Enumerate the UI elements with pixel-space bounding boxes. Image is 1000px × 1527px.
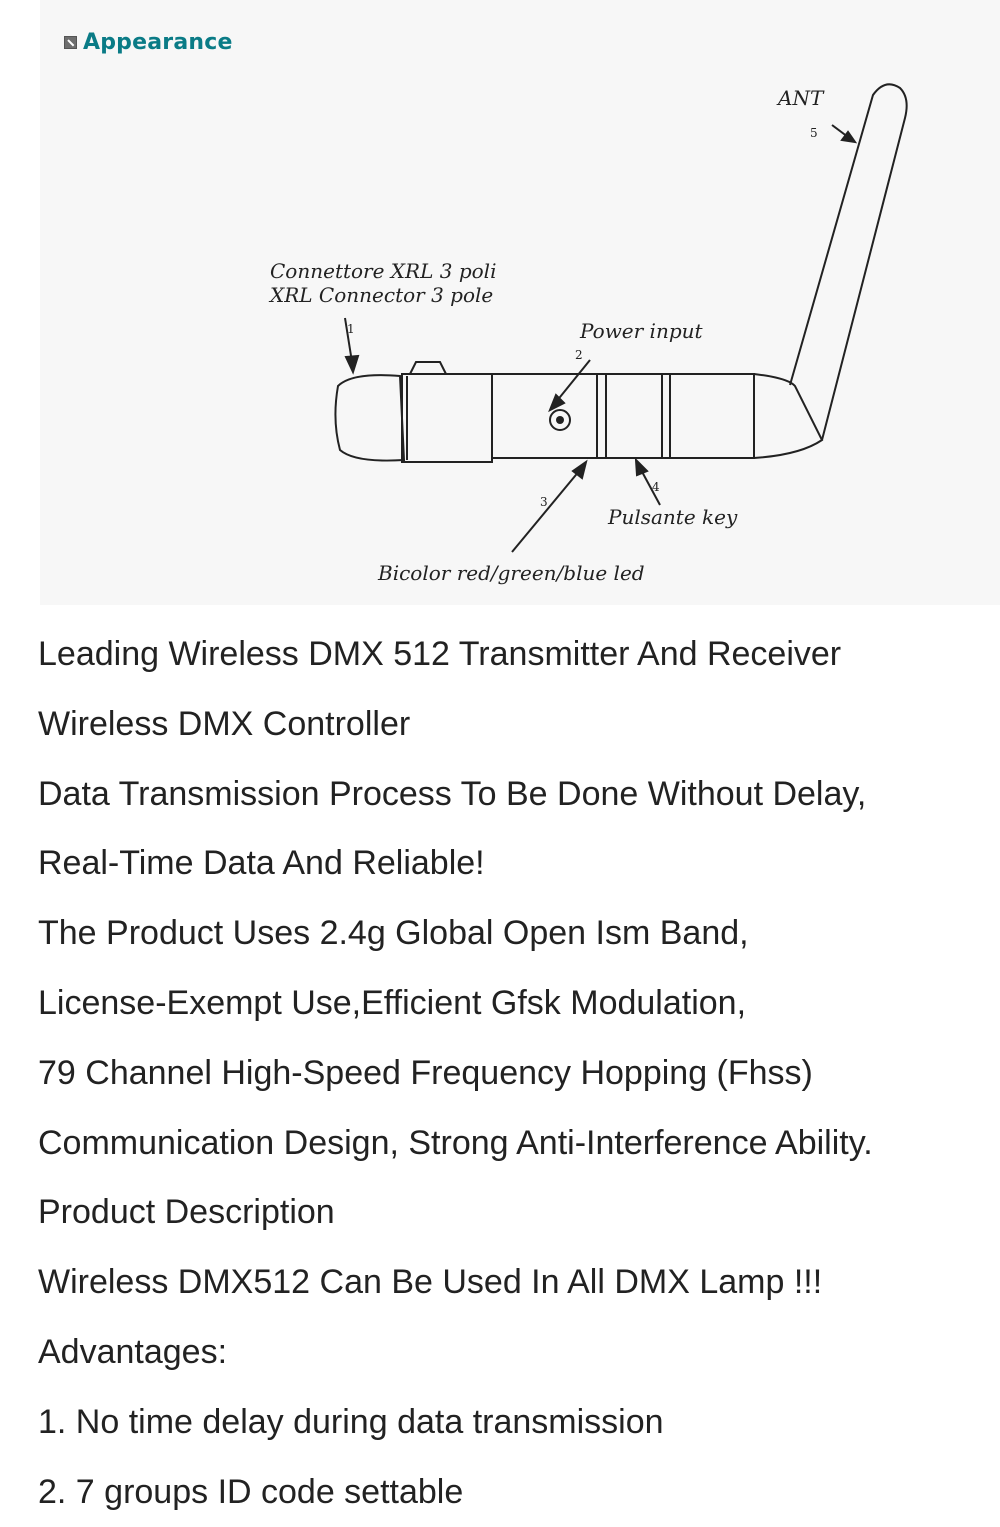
label-ant-num: 5 <box>810 126 818 140</box>
connector-cap <box>334 374 406 462</box>
description-line: Real-Time Data And Reliable! <box>38 844 485 883</box>
description-line: Wireless DMX512 Can Be Used In All DMX L… <box>38 1263 823 1302</box>
description-line: Communication Design, Strong Anti-Interf… <box>38 1123 873 1162</box>
advantage-item: 2. 7 groups ID code settable <box>38 1472 464 1511</box>
section-heading: Advantages: <box>38 1332 228 1371</box>
description-line: Data Transmission Process To Be Done Wit… <box>38 774 867 813</box>
power-jack <box>549 409 571 431</box>
label-ant: ANT <box>776 86 825 110</box>
label-led-num: 3 <box>540 495 548 509</box>
connector-ring <box>401 373 493 463</box>
appearance-figure <box>40 0 1000 605</box>
section-heading: Product Description <box>38 1193 335 1232</box>
description-line: The Product Uses 2.4g Global Open Ism Ba… <box>38 914 749 953</box>
description-line: Wireless DMX Controller <box>38 704 411 743</box>
label-key: Pulsante key <box>607 505 738 529</box>
label-connector-num: 1 <box>347 322 355 336</box>
label-connector-en: XRL Connector 3 pole <box>268 283 493 307</box>
description-line: 79 Channel High-Speed Frequency Hopping … <box>38 1053 813 1092</box>
advantage-item: 1. No time delay during data transmissio… <box>38 1402 664 1441</box>
description-text: Leading Wireless DMX 512 Transmitter And… <box>38 620 978 1527</box>
latch-tab <box>409 361 447 375</box>
label-led: Bicolor red/green/blue led <box>377 561 645 585</box>
label-power-num: 2 <box>575 348 583 362</box>
antenna <box>789 83 908 441</box>
description-line: Leading Wireless DMX 512 Transmitter And… <box>38 635 842 673</box>
housing <box>491 373 755 459</box>
collapse-icon[interactable] <box>64 36 77 49</box>
appearance-title: Appearance <box>83 30 233 55</box>
tapered-end <box>753 373 824 459</box>
label-power: Power input <box>579 319 704 343</box>
label-key-num: 4 <box>652 480 660 494</box>
description-line: License-Exempt Use,Efficient Gfsk Modula… <box>38 983 747 1022</box>
appearance-header[interactable]: Appearance <box>64 30 233 55</box>
product-diagram: ANT 5 Connettore XRL 3 poli XRL Connecto… <box>268 83 908 585</box>
label-connector-it: Connettore XRL 3 poli <box>270 259 496 283</box>
